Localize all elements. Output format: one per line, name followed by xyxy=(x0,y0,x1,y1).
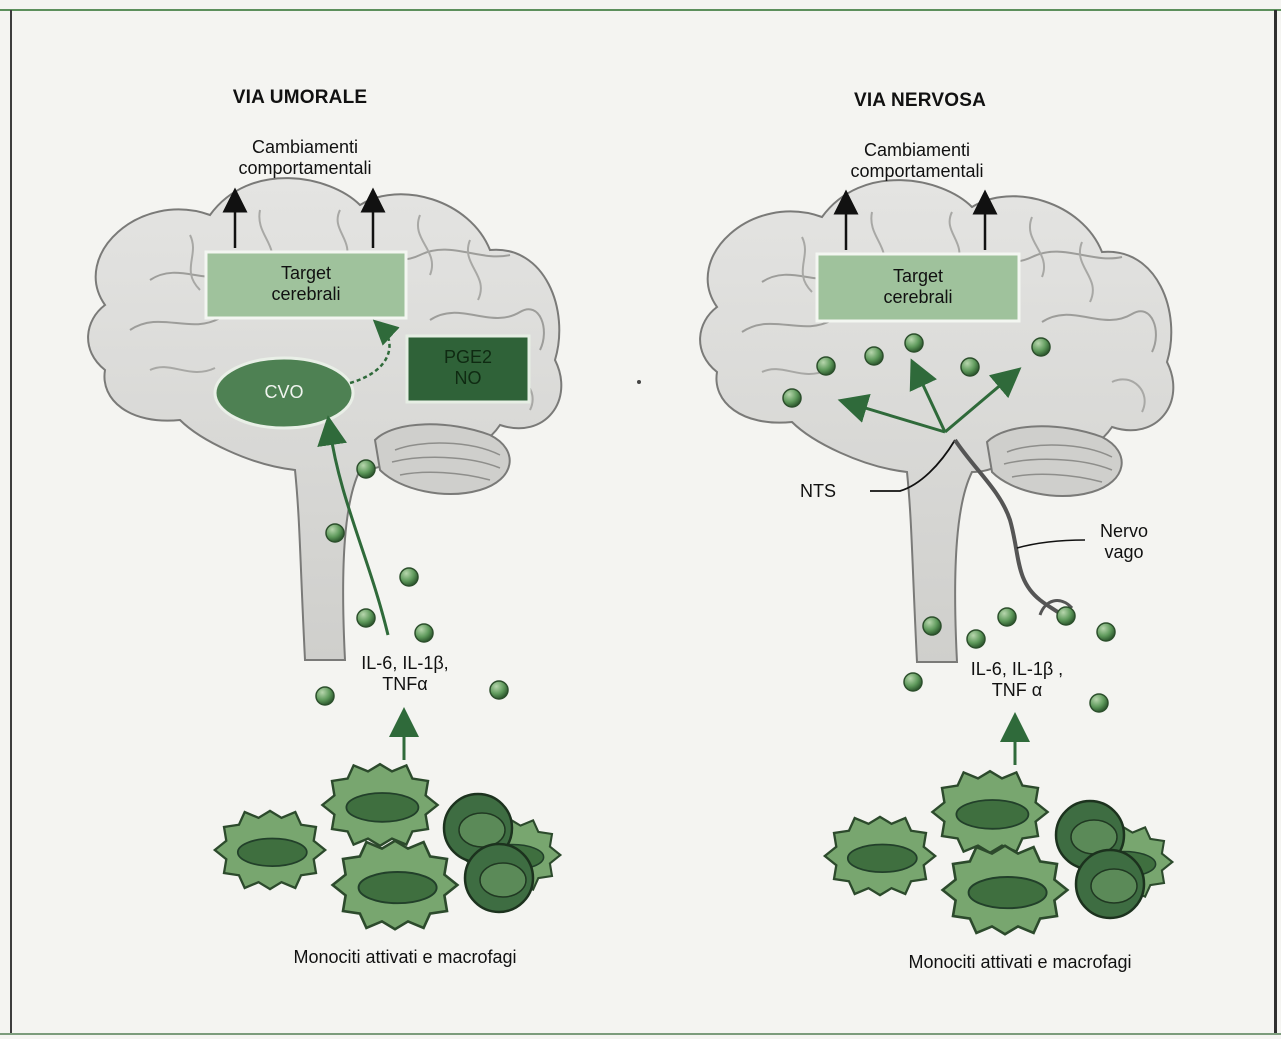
speck xyxy=(637,380,641,384)
cytokine-particle-icon xyxy=(817,357,835,375)
effect-line-2: comportamentali xyxy=(782,161,1052,182)
target-line-2: cerebrali xyxy=(817,287,1019,308)
effect-label-left: Cambiamenti comportamentali xyxy=(170,137,440,178)
cytokines-line-1: IL-6, IL-1β , xyxy=(922,659,1112,680)
caption-right: Monociti attivati e macrofagi xyxy=(815,952,1225,973)
effect-line-2: comportamentali xyxy=(170,158,440,179)
nerve-pointer-line xyxy=(1017,540,1085,548)
target-line-1: Target xyxy=(817,266,1019,287)
cytokine-particle-icon xyxy=(1057,607,1075,625)
cytokine-particle-icon xyxy=(923,617,941,635)
effect-label-right: Cambiamenti comportamentali xyxy=(782,140,1052,181)
target-line-1: Target xyxy=(206,263,406,284)
cytokine-particle-icon xyxy=(967,630,985,648)
cytokine-particle-icon xyxy=(326,524,344,542)
cytokine-particle-icon xyxy=(905,334,923,352)
effect-line-1: Cambiamenti xyxy=(782,140,1052,161)
cytokine-particle-icon xyxy=(400,568,418,586)
target-label-right: Target cerebrali xyxy=(817,266,1019,307)
cytokines-label-left: IL-6, IL-1β, TNFα xyxy=(310,653,500,694)
target-label-left: Target cerebrali xyxy=(206,263,406,304)
nts-label: NTS xyxy=(800,481,870,502)
nerve-line-2: vago xyxy=(1084,542,1164,563)
mediator-line-2: NO xyxy=(407,368,529,389)
nerve-label: Nervo vago xyxy=(1084,521,1164,562)
cytokine-particle-icon xyxy=(783,389,801,407)
activated-cell-icon xyxy=(215,764,561,929)
cytokines-line-2: TNF α xyxy=(922,680,1112,701)
cytokine-particle-icon xyxy=(1097,623,1115,641)
mediator-line-1: PGE2 xyxy=(407,347,529,368)
heading-left: VIA UMORALE xyxy=(160,87,440,109)
heading-right: VIA NERVOSA xyxy=(780,90,1060,112)
effect-line-1: Cambiamenti xyxy=(170,137,440,158)
target-line-2: cerebrali xyxy=(206,284,406,305)
activated-cell-icon xyxy=(825,771,1173,934)
cytokine-particle-icon xyxy=(961,358,979,376)
cytokines-label-right: IL-6, IL-1β , TNF α xyxy=(922,659,1112,700)
cytokine-particle-icon xyxy=(1032,338,1050,356)
cytokine-particle-icon xyxy=(904,673,922,691)
cytokine-particle-icon xyxy=(357,460,375,478)
cytokines-line-2: TNFα xyxy=(310,674,500,695)
cvo-label: CVO xyxy=(225,382,343,403)
nerve-line-1: Nervo xyxy=(1084,521,1164,542)
caption-left: Monociti attivati e macrofagi xyxy=(200,947,610,968)
cytokine-particle-icon xyxy=(415,624,433,642)
mediator-label: PGE2 NO xyxy=(407,347,529,388)
brain-illustration-right xyxy=(700,180,1173,662)
cytokine-particle-icon xyxy=(998,608,1016,626)
cytokine-particle-icon xyxy=(865,347,883,365)
cytokines-line-1: IL-6, IL-1β, xyxy=(310,653,500,674)
cytokine-particle-icon xyxy=(357,609,375,627)
